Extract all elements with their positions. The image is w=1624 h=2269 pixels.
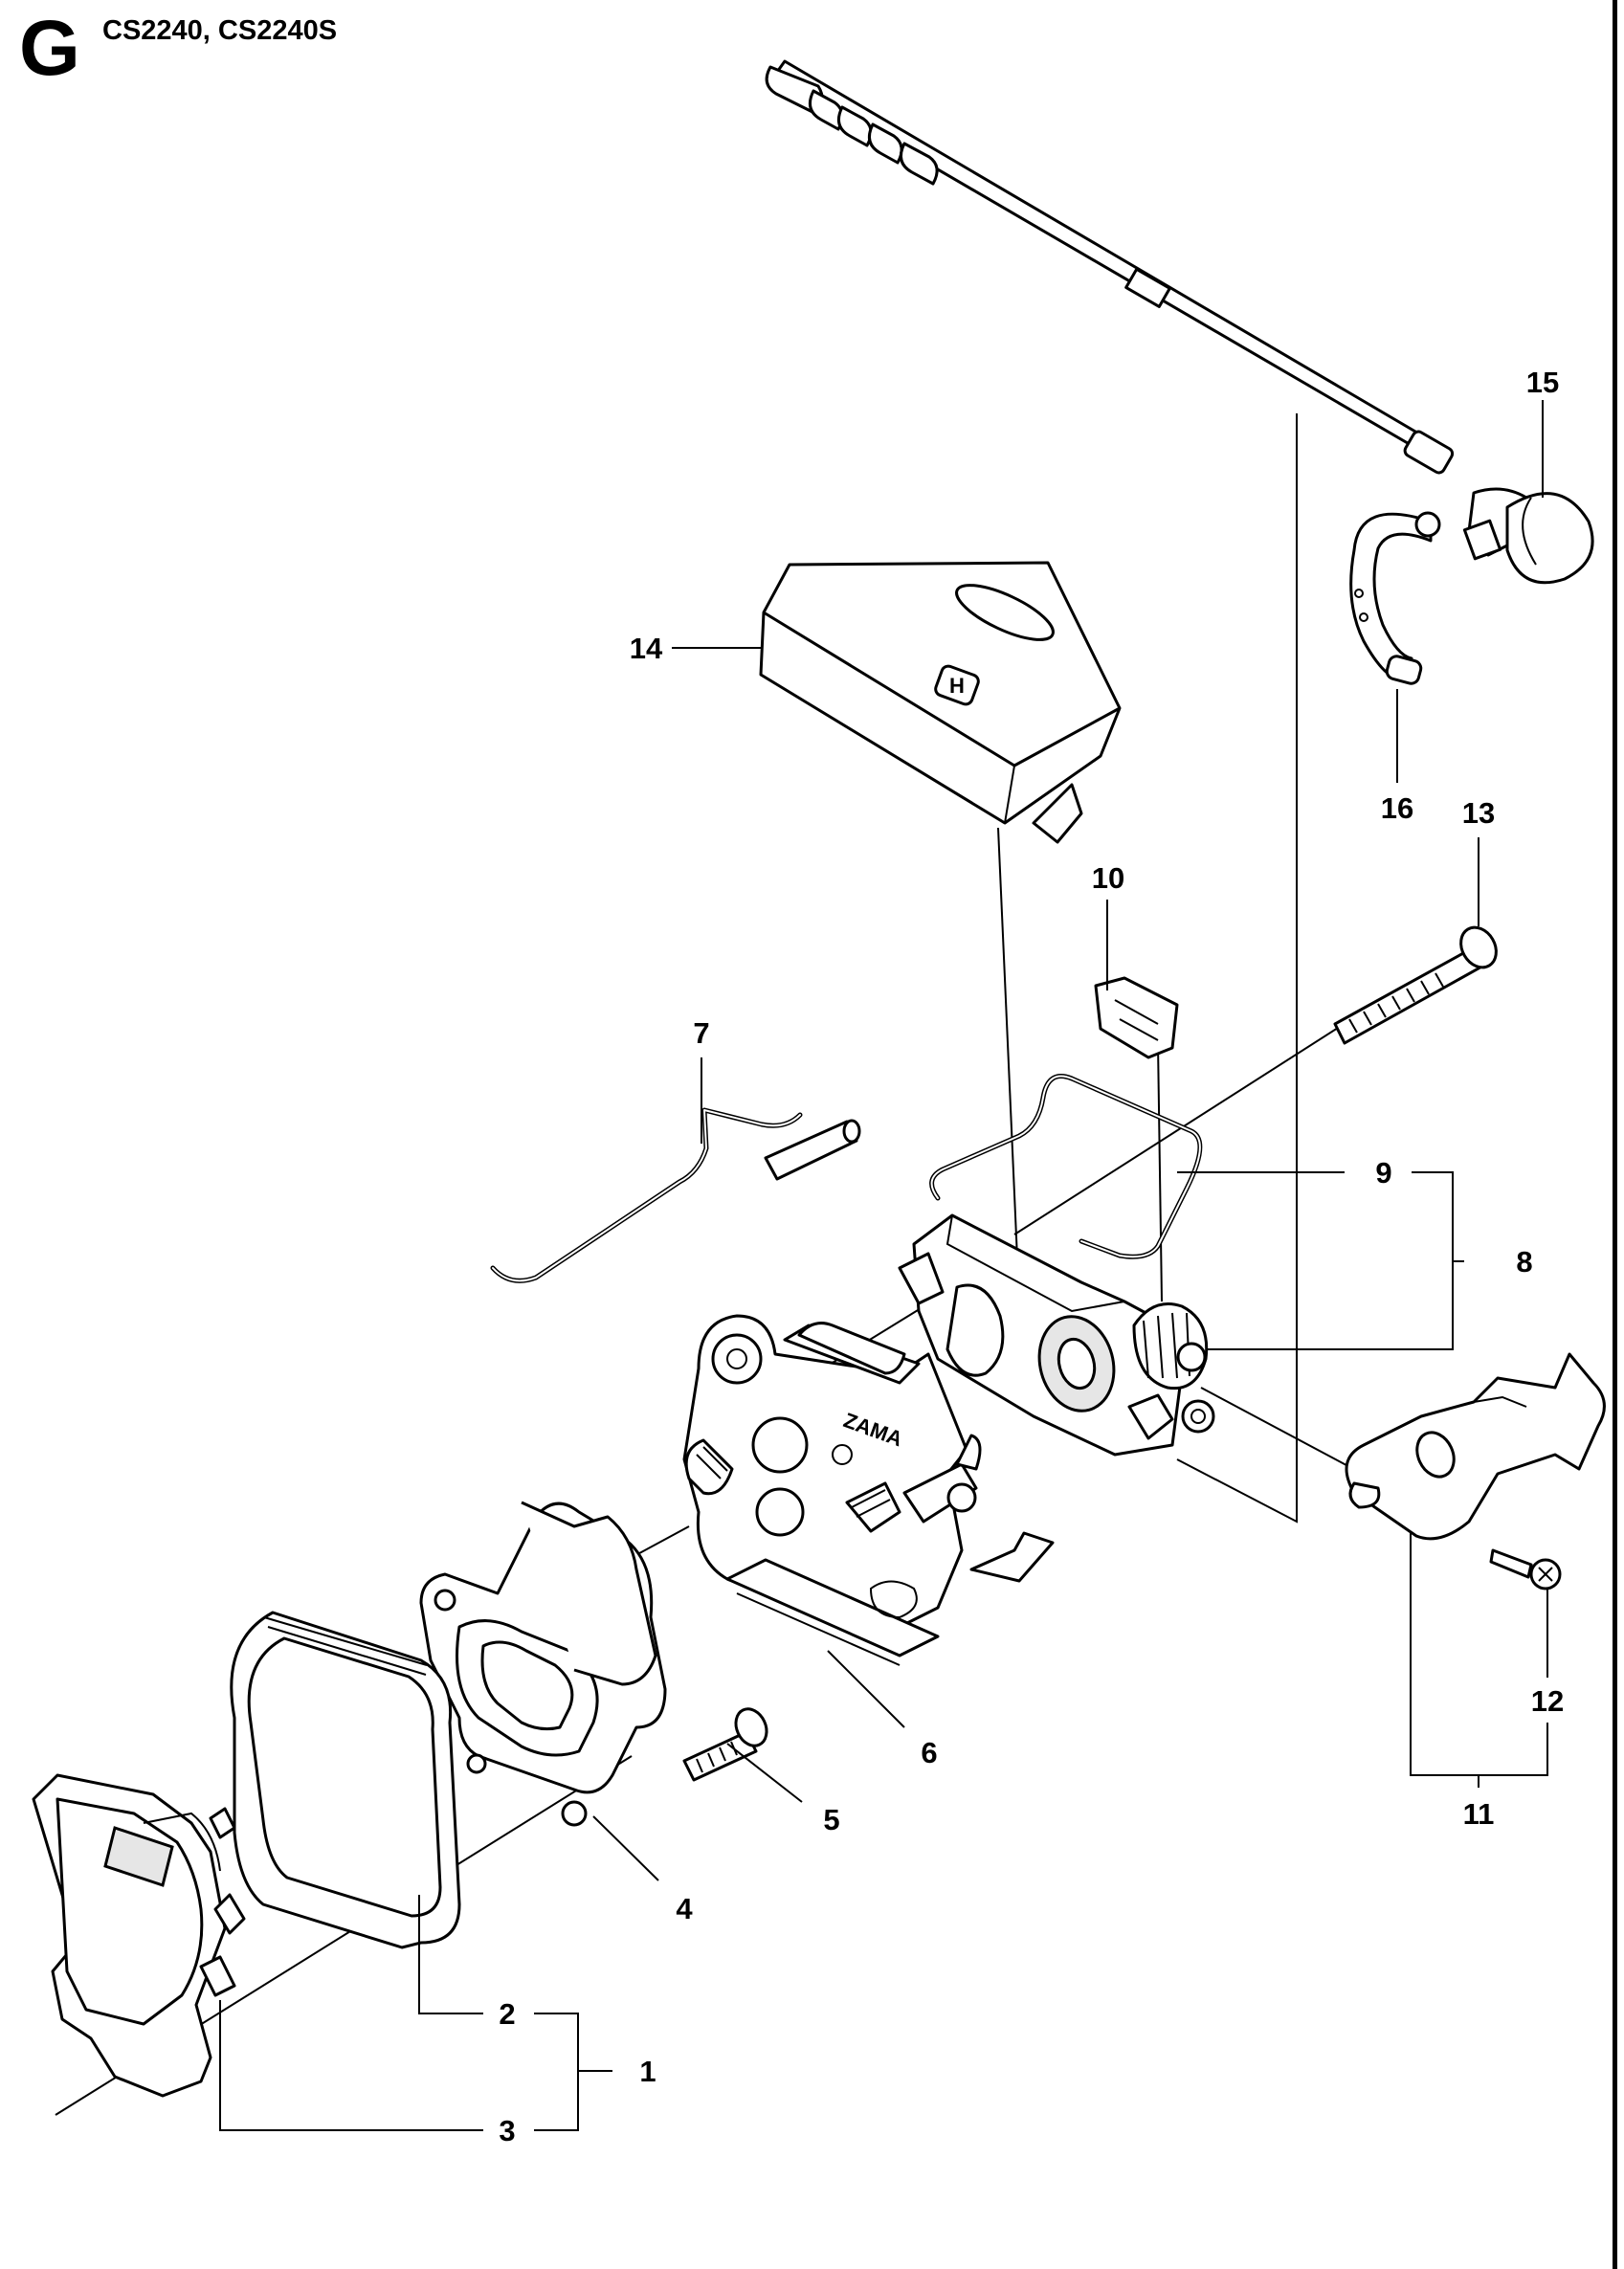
callout-3: 3 bbox=[499, 2114, 515, 2147]
intake-flange bbox=[419, 1501, 667, 1827]
callout-7: 7 bbox=[693, 1016, 709, 1050]
callout-12: 12 bbox=[1531, 1684, 1564, 1718]
callout-14: 14 bbox=[630, 632, 663, 665]
callout-2: 2 bbox=[499, 1997, 515, 2031]
small-screw bbox=[1489, 1548, 1562, 1591]
primer-bulb bbox=[1462, 487, 1594, 585]
callout-labels: 15 16 13 14 10 7 9 8 6 5 4 12 11 2 3 1 bbox=[499, 366, 1564, 2147]
page-edge-rule bbox=[1613, 0, 1617, 2269]
callout-13: 13 bbox=[1462, 796, 1495, 830]
manifold-bracket bbox=[1345, 1352, 1606, 1541]
callout-10: 10 bbox=[1092, 861, 1124, 895]
return-fuel-hose bbox=[1349, 511, 1441, 685]
fuel-hose-assembly bbox=[765, 59, 1455, 475]
filter-holder bbox=[32, 1773, 246, 2098]
clip bbox=[1094, 976, 1179, 1059]
callout-5: 5 bbox=[823, 1803, 839, 1836]
callout-4: 4 bbox=[676, 1892, 693, 1925]
section-letter: G bbox=[19, 5, 80, 92]
short-bolt bbox=[682, 1707, 768, 1782]
air-filter: H bbox=[759, 561, 1122, 844]
carburetor: ZAMA bbox=[682, 1314, 1055, 1666]
callout-1: 1 bbox=[639, 2055, 656, 2088]
gasket-ring bbox=[230, 1611, 461, 1949]
callout-leaders bbox=[219, 400, 1548, 2131]
long-bolt bbox=[1333, 925, 1498, 1045]
model-title: CS2240, CS2240S bbox=[102, 15, 338, 46]
choke-wire bbox=[929, 1074, 1203, 1259]
intake-adapter bbox=[898, 1213, 1215, 1457]
callout-15: 15 bbox=[1526, 366, 1559, 399]
air-filter-emblem: H bbox=[949, 674, 965, 698]
callout-6: 6 bbox=[921, 1736, 937, 1769]
throttle-rod bbox=[490, 1107, 861, 1283]
callout-8: 8 bbox=[1516, 1245, 1532, 1279]
callout-9: 9 bbox=[1375, 1156, 1391, 1190]
callout-16: 16 bbox=[1381, 791, 1413, 825]
callout-11: 11 bbox=[1463, 1797, 1495, 1831]
